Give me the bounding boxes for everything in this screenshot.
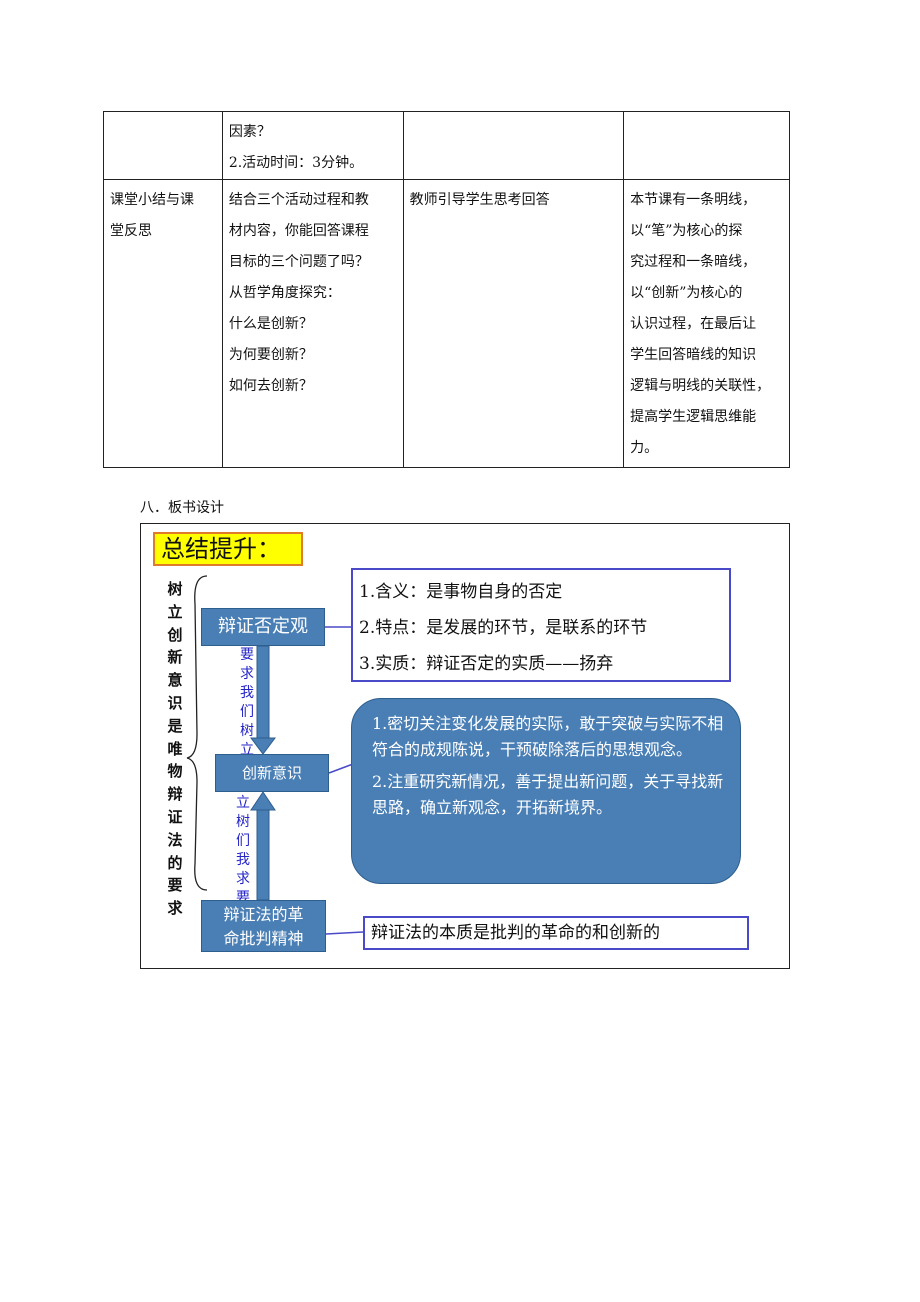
vertical-main-label: 树立创新意识是唯物辩证法的要求 (167, 580, 183, 918)
blackboard-design: 总结提升： 树立创新意识是唯物辩证法的要求 辩证否定观 要求我们树立 创新意识 … (140, 523, 790, 969)
table-row: 因素？ 2.活动时间：3分钟。 (103, 111, 790, 180)
cell-intent (623, 111, 790, 180)
text-line: 什么是创新？ (228, 316, 313, 332)
vertical-requirement-top: 要求我们树立 (240, 647, 254, 758)
revolution-line: 辩证法的革 (223, 905, 304, 924)
text-line: 如何去创新？ (228, 378, 313, 394)
dialectical-negation-box: 辩证否定观 (201, 608, 325, 646)
lesson-table: 因素？ 2.活动时间：3分钟。 课堂小结与课 堂反思 结合三个活动过程和教 材内… (103, 111, 790, 468)
arrow-up-head (250, 791, 276, 811)
text-line: 课堂小结与课 (110, 192, 194, 208)
table-row: 课堂小结与课 堂反思 结合三个活动过程和教 材内容，你能回答课程 目标的三个问题… (103, 179, 790, 468)
revolution-spirit-box: 辩证法的革 命批判精神 (201, 900, 326, 952)
text-line: 堂反思 (110, 223, 152, 239)
cell-teacher: 教师引导学生思考回答 (402, 179, 625, 468)
arrow-down-shaft (256, 645, 270, 741)
innovation-requirements-box: 1.密切关注变化发展的实际，敢于突破与实际不相符合的成规陈说，干预破除落后的思想… (351, 698, 741, 884)
cell-intent: 本节课有一条明线， 以“笔”为核心的探 究过程和一条暗线， 以“创新”为核心的 … (623, 179, 790, 468)
text-line: 逻辑与明线的关联性， (630, 378, 771, 394)
text-line: 力。 (630, 440, 659, 456)
text-line: 从哲学角度探究： (228, 285, 341, 301)
round-connector (328, 763, 354, 774)
list-item: 2.特点：是发展的环节，是联系的环节 (359, 618, 648, 638)
text-line: 学生回答暗线的知识 (630, 347, 757, 363)
text-line: 结合三个活动过程和教 (228, 192, 369, 208)
vertical-requirement-bottom: 立树们我求要 (236, 795, 250, 906)
negation-points-box: 1.含义：是事物自身的否定 2.特点：是发展的环节，是联系的环节 3.实质：辩证… (351, 568, 731, 682)
text-line: 2.活动时间：3分钟。 (228, 155, 364, 171)
text-line: 以“创新”为核心的 (630, 285, 743, 301)
text-line: 目标的三个问题了吗？ (228, 254, 369, 270)
text-line: 本节课有一条明线， (630, 192, 757, 208)
cell-stage (103, 111, 223, 180)
left-brace (186, 575, 208, 891)
cell-content: 因素？ 2.活动时间：3分钟。 (221, 111, 404, 180)
cell-stage: 课堂小结与课 堂反思 (103, 179, 223, 468)
revolution-line: 命批判精神 (223, 929, 304, 948)
list-item: 2.注重研究新情况，善于提出新问题，关于寻找新思路，确立新观念，开拓新境界。 (372, 772, 724, 817)
text-line: 为何要创新？ (228, 347, 313, 363)
text-line: 因素？ (228, 124, 271, 140)
list-item: 1.密切关注变化发展的实际，敢于突破与实际不相符合的成规陈说，干预破除落后的思想… (372, 714, 724, 759)
text-line: 以“笔”为核心的探 (630, 223, 743, 239)
board-connectors (186, 575, 364, 935)
cell-teacher (402, 111, 625, 180)
innovation-box: 创新意识 (215, 754, 329, 792)
summary-title: 总结提升： (153, 532, 303, 566)
text-line: 提高学生逻辑思维能 (630, 409, 757, 425)
essence-connector (325, 931, 364, 935)
arrow-down-head (250, 737, 276, 755)
list-item: 1.含义：是事物自身的否定 (359, 582, 563, 602)
text-line: 材内容，你能回答课程 (228, 223, 369, 239)
dialectics-essence-box: 辩证法的本质是批判的革命的和创新的 (363, 916, 749, 950)
section-title: 八．板书设计 (140, 500, 224, 516)
arrow-up-shaft (256, 807, 270, 901)
text-line: 教师引导学生思考回答 (409, 192, 550, 208)
text-line: 认识过程，在最后让 (630, 316, 757, 332)
list-item: 3.实质：辩证否定的实质——扬弃 (359, 654, 614, 674)
cell-content: 结合三个活动过程和教 材内容，你能回答课程 目标的三个问题了吗？ 从哲学角度探究… (221, 179, 404, 468)
text-line: 究过程和一条暗线， (630, 254, 757, 270)
